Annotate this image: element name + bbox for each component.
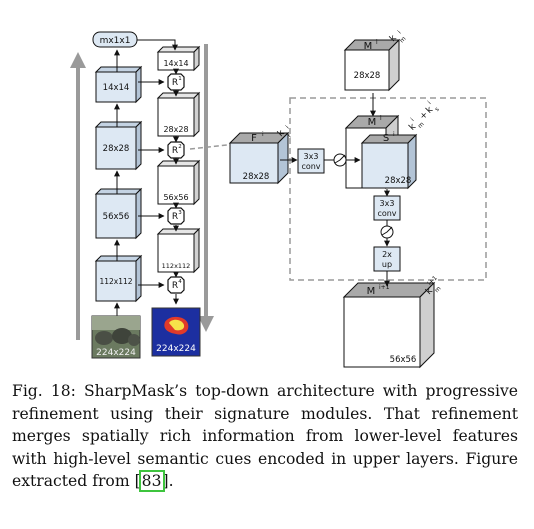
mx1x1-box: mx1x1 [92,31,138,48]
feature-size-label: 14x14 [103,83,130,93]
output-mask: 224x224 [151,307,201,357]
refine-cube-56x56: 56x56 [156,159,201,206]
top-down-flow-arrow [198,44,214,332]
svg-text:up: up [382,260,392,269]
concat-channel-label: kim+kis [407,100,441,133]
feature-size-label: 56x56 [103,212,130,222]
feature-cube-14x14: 14x14 [94,65,143,104]
channel-sub: f [286,132,293,139]
relu-node-1 [333,153,347,167]
refine-cube-28x28: 28x28 [156,91,201,138]
caption-suffix: ]. [162,472,174,490]
feature-size-label: 112x112 [99,277,132,286]
channel-sub: m [433,285,442,294]
refine-size-label: 28x28 [163,125,188,134]
cube-size: 28x28 [243,172,270,182]
upsample-box: 2x up [373,246,401,272]
conv-box-2: 3x3 conv [373,195,401,221]
refinement-detail-frame [289,97,487,281]
figure-caption: Fig. 18: SharpMask’s top-down architectu… [12,380,518,493]
cube-size: 56x56 [390,355,417,365]
channel-label: k [276,128,287,139]
refine-cube-14x14: 14x14 [156,45,201,72]
cube-letter: F [251,133,257,144]
cube-size: 28x28 [354,71,381,81]
channel-label: k [388,33,399,44]
feature-cube-56x56: 56x56 [94,187,143,240]
refine-cube-112x112: 112x112 [156,227,201,274]
cube-letter: M [367,286,376,297]
channel-sup: i [396,29,402,35]
channel-label: k [424,286,435,297]
sharpmask-diagram: mx1x1 14x14 28x28 56x56 112x112 14x14 28x28 5… [70,29,487,369]
mx-to-middle-arrow [137,39,178,51]
channel-label: k [407,121,418,132]
cube-size: 28x28 [385,176,412,186]
module-index: 1 [178,76,182,82]
svg-text:conv: conv [377,209,396,218]
svg-text:3x3: 3x3 [380,199,395,208]
channel-label: k [424,104,435,115]
conv-box-1: 3x3 conv [297,148,325,174]
channel-sup: i [284,124,290,130]
lateral-arrows [138,79,165,288]
relu-node-2 [380,225,394,239]
channel-sup: i [410,117,416,123]
channel-sub: m [417,121,426,130]
channel-sub: m [398,35,407,44]
citation-link[interactable]: 83 [138,470,165,492]
feature-column: 14x14 28x28 56x56 112x112 [94,65,143,303]
input-size-label: 224x224 [96,348,136,358]
input-image: 224x224 [91,315,141,359]
module-index: 4 [178,279,182,285]
mx1x1-label: mx1x1 [100,36,131,46]
refine-size-label: 112x112 [162,262,191,270]
detail-arrows [280,93,390,287]
cube-sup: i [262,131,264,138]
svg-text:conv: conv [301,162,320,171]
channel-sup: i [426,100,432,106]
feature-cube-28x28: 28x28 [94,120,143,171]
module-index: 2 [178,144,182,150]
module-index: 3 [178,210,182,216]
output-size-label: 224x224 [156,344,196,354]
cube-letter: M [368,117,377,128]
cube-letter: M [364,41,373,52]
zoom-link [189,143,237,150]
channel-sub: s [434,106,441,113]
module-letter: R [172,78,178,88]
feature-cube-112x112: 112x112 [94,254,143,303]
cube-sup: i [393,131,395,138]
cube-sup: i [376,39,378,46]
cube-sup: i+1 [379,284,390,291]
refine-size-label: 56x56 [163,193,188,202]
svg-text:2x: 2x [382,250,392,259]
bottom-up-flow-arrow [70,52,86,340]
module-letter: R [172,281,178,291]
svg-text:3x3: 3x3 [304,152,319,161]
cube-sup: i [380,115,382,122]
module-letter: R [172,146,178,156]
feature-size-label: 28x28 [103,144,130,154]
module-letter: R [172,212,178,222]
caption-text: Fig. 18: SharpMask’s top-down architectu… [12,382,518,490]
refine-size-label: 14x14 [163,59,188,68]
refinement-column: 14x14 28x28 56x56 112x112 [156,45,201,274]
cube-letter: S [383,133,389,144]
